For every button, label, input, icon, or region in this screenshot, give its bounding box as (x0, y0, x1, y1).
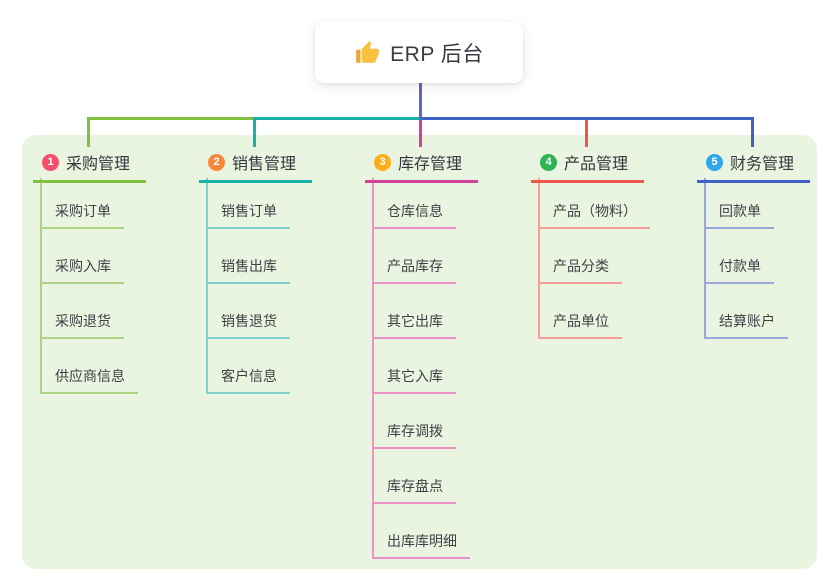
child-node[interactable]: 结算账户 (704, 312, 788, 339)
child-node[interactable]: 销售订单 (206, 202, 290, 229)
child-node[interactable]: 采购退货 (40, 312, 124, 339)
connector-drop-4 (585, 120, 588, 147)
mindmap-background-panel (22, 135, 817, 569)
connector-drop-3 (419, 120, 422, 147)
branch-node-label: 采购管理 (66, 156, 131, 173)
branch-number-badge: 3 (374, 153, 391, 171)
branch-node-label: 销售管理 (232, 156, 297, 173)
child-node[interactable]: 其它入库 (372, 367, 456, 394)
connector-root-vertical (419, 83, 422, 120)
child-node[interactable]: 回款单 (704, 202, 774, 229)
branch-node-label: 产品管理 (564, 156, 629, 173)
branch-node-label: 财务管理 (730, 156, 795, 173)
child-node[interactable]: 产品库存 (372, 257, 456, 284)
child-node[interactable]: 销售出库 (206, 257, 290, 284)
branch-number-badge: 4 (540, 153, 557, 171)
child-connector-rail-2 (206, 178, 208, 394)
branch-node-3[interactable]: 3 库存管理 (365, 147, 478, 183)
connector-drop-5 (751, 117, 754, 147)
child-node[interactable]: 出库库明细 (372, 532, 470, 559)
child-node[interactable]: 采购订单 (40, 202, 124, 229)
child-node[interactable]: 供应商信息 (40, 367, 138, 394)
connector-horizontal-right-blue (419, 117, 754, 120)
child-node[interactable]: 库存调拨 (372, 422, 456, 449)
connector-horizontal-left-green (87, 117, 256, 120)
child-connector-rail-1 (40, 178, 42, 394)
branch-number-badge: 5 (706, 153, 723, 171)
child-connector-rail-3 (372, 178, 374, 559)
branch-node-label: 库存管理 (398, 156, 463, 173)
child-node[interactable]: 产品单位 (538, 312, 622, 339)
child-node[interactable]: 客户信息 (206, 367, 290, 394)
branch-number-badge: 1 (42, 153, 59, 171)
branch-node-2[interactable]: 2 销售管理 (199, 147, 312, 183)
child-node[interactable]: 销售退货 (206, 312, 290, 339)
child-node[interactable]: 付款单 (704, 257, 774, 284)
root-node-label: ERP 后台 (390, 42, 484, 66)
thumbs-up-icon (354, 40, 380, 66)
child-connector-rail-5 (704, 178, 706, 339)
child-node[interactable]: 其它出库 (372, 312, 456, 339)
branch-node-5[interactable]: 5 财务管理 (697, 147, 810, 183)
branch-node-1[interactable]: 1 采购管理 (33, 147, 146, 183)
child-node[interactable]: 库存盘点 (372, 477, 456, 504)
child-node[interactable]: 采购入库 (40, 257, 124, 284)
connector-horizontal-left-teal (253, 117, 422, 120)
branch-number-badge: 2 (208, 153, 225, 171)
child-connector-rail-4 (538, 178, 540, 339)
connector-drop-1 (87, 117, 90, 147)
root-node[interactable]: ERP 后台 (315, 22, 523, 83)
connector-drop-2 (253, 120, 256, 147)
child-node[interactable]: 仓库信息 (372, 202, 456, 229)
branch-node-4[interactable]: 4 产品管理 (531, 147, 644, 183)
child-node[interactable]: 产品分类 (538, 257, 622, 284)
child-node[interactable]: 产品（物料） (538, 202, 650, 229)
